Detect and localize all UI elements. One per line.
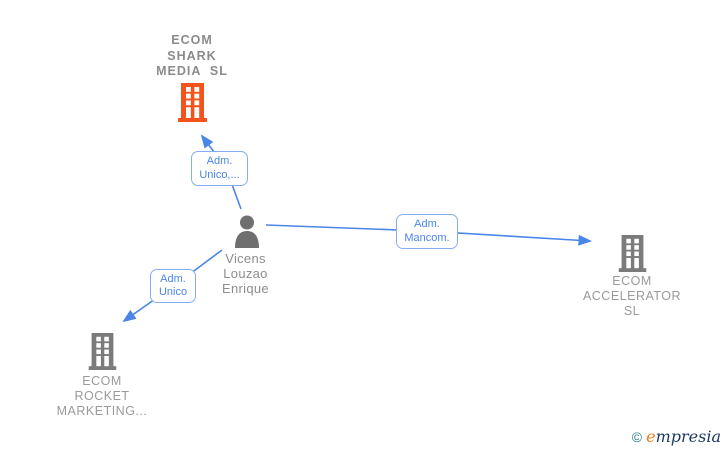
- building-icon: [178, 83, 207, 122]
- edge-label-text: Adm.: [414, 218, 440, 230]
- company-name-line: ECOM: [171, 33, 213, 47]
- company-name-line: SL: [623, 304, 641, 318]
- node-label-ecom-shark-media[interactable]: ECOM SHARK MEDIA SL: [132, 33, 252, 80]
- copyright-icon: ©: [631, 428, 643, 445]
- person-name-line: Vicens: [225, 251, 266, 266]
- node-icon-person-vicens-louzao[interactable]: [233, 215, 261, 248]
- node-label-ecom-accelerator[interactable]: ECOM ACCELERATOR SL: [572, 274, 692, 319]
- edge-label-text: Unico: [158, 286, 188, 298]
- node-label-person-vicens-louzao[interactable]: Vicens Louzao Enrique: [195, 251, 296, 296]
- company-name-line: ACCELERATOR: [582, 289, 682, 303]
- company-name-line: ROCKET: [74, 389, 130, 403]
- person-name-line: Louzao: [223, 266, 268, 281]
- company-name-line: SHARK: [167, 48, 217, 63]
- edge-label-adm-unico-top[interactable]: Adm. Unico,...: [191, 151, 248, 186]
- brand-wordmark: empresia: [646, 428, 721, 445]
- edge-label-text: Unico,...: [199, 168, 240, 181]
- empresia-logo[interactable]: © empresia: [632, 428, 721, 445]
- person-icon: [235, 215, 259, 248]
- edge-label-text: Adm.: [206, 155, 233, 167]
- brand-rest: mpresia: [655, 427, 721, 446]
- company-name-line: MEDIA SL: [156, 64, 228, 78]
- company-name-line: ECOM: [612, 274, 652, 288]
- edge-label-text: Mancom.: [404, 231, 450, 244]
- node-icon-ecom-shark-media[interactable]: [178, 83, 207, 122]
- company-name-line: ECOM: [82, 374, 122, 388]
- node-label-ecom-rocket-marketing[interactable]: ECOM ROCKET MARKETING...: [40, 374, 164, 419]
- edge-label-adm-mancom[interactable]: Adm. Mancom.: [396, 214, 458, 249]
- node-icon-ecom-accelerator[interactable]: [618, 235, 647, 272]
- brand-initial: e: [646, 427, 656, 446]
- edge-label-adm-unico-bottom[interactable]: Adm. Unico: [150, 269, 196, 303]
- building-icon: [88, 333, 117, 370]
- company-name-line: MARKETING...: [56, 404, 148, 418]
- node-icon-ecom-rocket-marketing[interactable]: [88, 333, 117, 370]
- person-name-line: Enrique: [222, 281, 269, 296]
- edge-label-text: Adm.: [160, 272, 186, 285]
- building-icon: [618, 235, 647, 272]
